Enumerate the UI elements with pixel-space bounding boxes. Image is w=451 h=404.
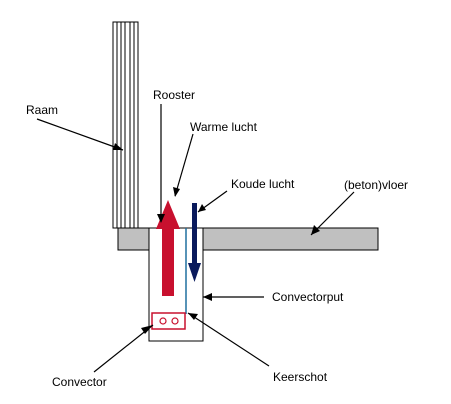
convector-unit [151,312,186,330]
label-convector: Convector [52,375,107,389]
floor-right [202,227,379,251]
window [112,21,139,229]
leader-raam [36,118,124,151]
leader-betonvloer [310,191,355,236]
leader-convector [93,324,154,373]
label-convectorput: Convectorput [272,290,344,304]
warm-air-arrow [156,200,180,296]
leader-warme-lucht [174,133,194,197]
label-raam: Raam [26,103,58,117]
label-rooster: Rooster [153,88,195,102]
leader-keerschot [187,312,270,367]
cold-air-arrow [188,203,201,282]
label-warme-lucht: Warme lucht [190,120,258,134]
label-keerschot: Keerschot [273,370,328,384]
label-koude-lucht: Koude lucht [231,177,295,191]
floor-left [117,227,150,251]
label-betonvloer: (beton)vloer [344,178,408,192]
